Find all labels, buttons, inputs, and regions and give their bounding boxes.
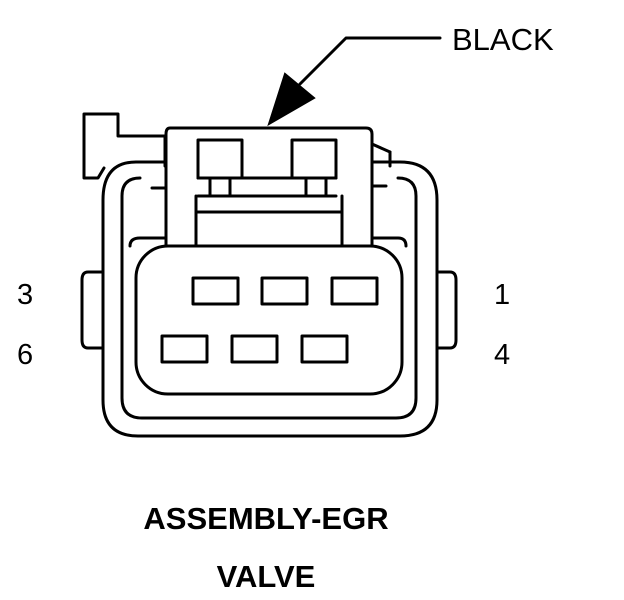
right-side-ear [434, 270, 458, 350]
pin-label-3: 3 [17, 279, 34, 311]
connector-inner-outline [120, 176, 418, 420]
bridge-window-left [196, 138, 244, 180]
terminal-5 [230, 334, 279, 364]
pin-label-4: 4 [494, 339, 511, 371]
left-side-ear [80, 270, 104, 350]
pin-label-1: 1 [494, 279, 511, 311]
terminal-6 [160, 334, 209, 364]
bridge-window-right [290, 138, 338, 180]
terminal-4 [300, 334, 349, 364]
right-shoulder [370, 236, 408, 248]
pin-cavity [134, 244, 404, 396]
diagram-title-line-1: ASSEMBLY-EGR [143, 501, 389, 536]
callout-arrowhead [267, 72, 316, 127]
pin-label-6: 6 [17, 339, 34, 371]
diagram-title-line-2: VALVE [216, 559, 316, 594]
bridge-right-edge [370, 142, 392, 154]
terminal-3 [191, 276, 240, 306]
color-callout-label: BLACK [452, 22, 554, 57]
callout-leader [267, 36, 442, 127]
left-shoulder [128, 236, 168, 248]
terminal-1 [330, 276, 379, 306]
terminal-2 [260, 276, 309, 306]
